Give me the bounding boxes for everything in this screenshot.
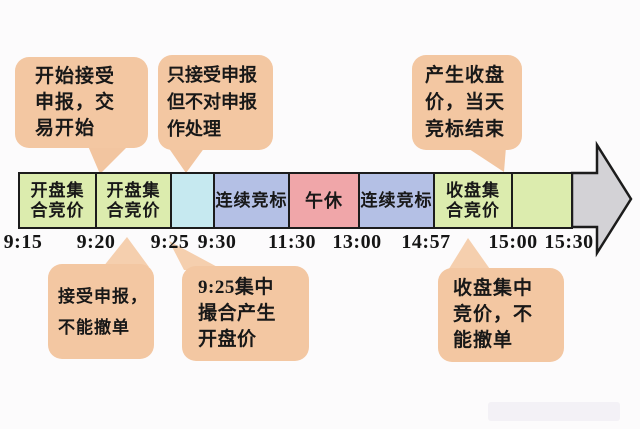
segment-label: 合竞价 <box>30 200 85 220</box>
segment-label: 收盘集 <box>446 180 500 200</box>
time-label-0925: 9:25 <box>150 231 190 253</box>
time-label-1530: 15:30 <box>544 231 594 253</box>
segment-label: 开盘集 <box>106 180 161 200</box>
segment-pre-open-gap <box>170 172 215 229</box>
timeline-bar: 开盘集 合竞价 开盘集 合竞价 连续竞标 午休 连续竞标 收盘集 合竞价 <box>18 172 573 229</box>
segment-label: 连续竞标 <box>215 190 288 210</box>
callout-text-line: 只接受申报 <box>167 65 257 85</box>
callout-tail-bottom-2 <box>169 241 223 270</box>
callout-text-line: 接受申报， <box>58 286 148 306</box>
callout-tail-bottom-3 <box>447 238 492 272</box>
callout-text-line: 易开始 <box>35 117 96 139</box>
callout-text-line: 产生收盘 <box>425 65 506 86</box>
callout-text-line: 申报，交 <box>35 91 116 113</box>
callout-text-line: 不能撤单 <box>58 317 130 337</box>
time-label-1300: 13:00 <box>332 231 382 253</box>
callout-text-line: 竞价，不 <box>453 304 534 325</box>
segment-label: 合竞价 <box>106 200 161 220</box>
callout-tail-top-2 <box>168 147 205 173</box>
time-label-0920: 9:20 <box>76 231 116 253</box>
callout-text-line: 撮合产生 <box>198 302 277 324</box>
callout-accept-but-not-process: 只接受申报 但不对申报 作处理 <box>158 55 273 150</box>
segment-label: 合竞价 <box>446 200 500 220</box>
segment-post-close <box>511 172 573 229</box>
segment-opening-call-auction-2: 开盘集 合竞价 <box>95 172 172 229</box>
segment-continuous-bidding-pm: 连续竞标 <box>358 172 435 229</box>
callout-tail-top-1 <box>88 146 128 174</box>
callout-tail-bottom-1 <box>103 237 149 267</box>
segment-label: 开盘集 <box>30 180 85 200</box>
watermark <box>488 402 620 421</box>
time-label-1457: 14:57 <box>401 231 451 253</box>
callout-text-line: 价，当天 <box>425 92 506 113</box>
segment-opening-call-auction-1: 开盘集 合竞价 <box>18 172 97 229</box>
callout-text-line: 9:25集中 <box>198 276 274 298</box>
time-label-0930: 9:30 <box>197 231 237 253</box>
callout-text-line: 开始接受 <box>35 65 116 87</box>
segment-label: 连续竞标 <box>360 190 433 210</box>
timeline-arrow-head <box>570 140 633 258</box>
time-label-1130: 11:30 <box>267 231 317 253</box>
callout-closing-price-generated: 产生收盘 价，当天 竞标结束 <box>412 55 522 150</box>
callout-start-accepting-orders: 开始接受 申报，交 易开始 <box>15 57 148 148</box>
callout-text-line: 收盘集中 <box>453 278 534 299</box>
callout-text-line: 但不对申报 <box>167 92 257 112</box>
callout-closing-auction-no-cancel: 收盘集中 竞价，不 能撤单 <box>438 268 564 362</box>
callout-tail-top-3 <box>466 147 506 172</box>
callout-text-line: 竞标结束 <box>425 119 506 140</box>
segment-continuous-bidding-am: 连续竞标 <box>213 172 290 229</box>
arrow-right-icon <box>570 140 633 258</box>
segment-label: 午休 <box>305 190 343 211</box>
time-label-1500: 15:00 <box>488 231 538 253</box>
callout-accept-no-cancel: 接受申报， 不能撤单 <box>48 264 154 359</box>
time-label-0915: 9:15 <box>3 231 43 253</box>
callout-925-matching-opening-price: 9:25集中 撮合产生 开盘价 <box>182 266 309 361</box>
segment-lunch-break: 午休 <box>288 172 360 229</box>
callout-text-line: 作处理 <box>167 119 221 139</box>
callout-text-line: 开盘价 <box>198 328 257 350</box>
segment-closing-call-auction: 收盘集 合竞价 <box>433 172 513 229</box>
callout-text-line: 能撤单 <box>453 330 514 351</box>
